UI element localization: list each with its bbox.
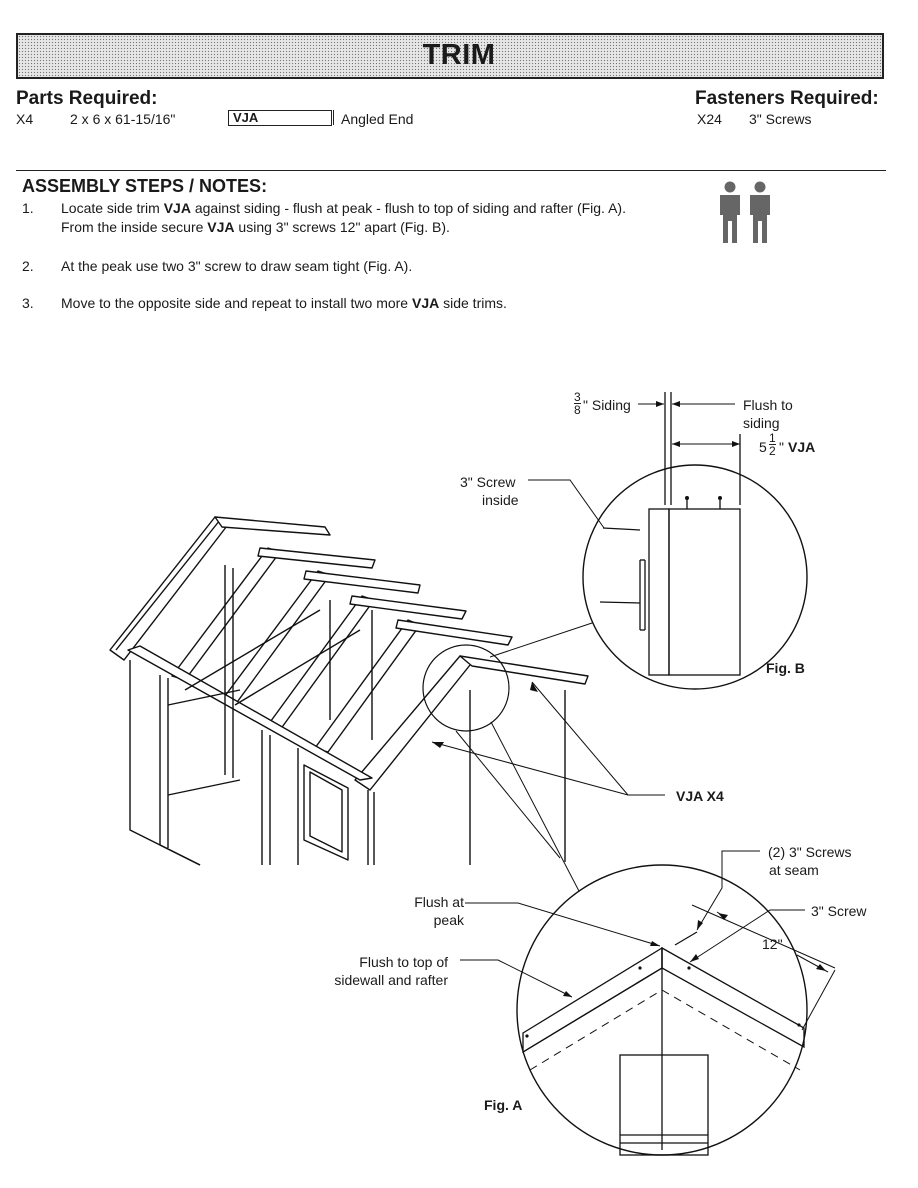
width-whole: 5: [759, 439, 767, 455]
part-size: 2 x 6 x 61-15/16": [70, 111, 176, 127]
screw-inside-line-1: 3" Screw: [460, 474, 516, 490]
part-code: VJA: [228, 110, 334, 126]
flush-top-line-2: sidewall and rafter: [334, 972, 448, 988]
assembly-heading: ASSEMBLY STEPS / NOTES:: [22, 176, 268, 196]
page-title: TRIM: [422, 39, 496, 71]
step-2-text: At the peak use two 3" screw to draw sea…: [61, 258, 413, 274]
flush-peak-line-2: peak: [433, 912, 464, 928]
siding-label: " Siding: [583, 397, 631, 413]
screw-inside-line-2: inside: [482, 492, 519, 508]
flush-to-siding-line-1: Flush to: [743, 397, 793, 413]
step-1-line-1: Locate side trim VJA against siding - fl…: [61, 200, 626, 216]
fastener-qty: X24: [697, 111, 722, 127]
width-fraction: 1 2: [769, 431, 776, 458]
two-person-icon: [720, 181, 770, 243]
shed-drawing: [109, 392, 836, 1156]
flush-peak-line-1: Flush at: [414, 894, 464, 910]
step-number: 2.: [22, 258, 34, 274]
step-number: 1.: [22, 200, 34, 216]
seam-screws-line-1: (2) 3" Screws: [768, 844, 852, 860]
step-3-text: Move to the opposite side and repeat to …: [61, 295, 507, 311]
vja-callout: VJA X4: [676, 788, 724, 804]
part-description: Angled End: [341, 111, 414, 127]
width-code: VJA: [788, 439, 816, 455]
fig-b-label: Fig. B: [766, 660, 805, 676]
fig-a-label: Fig. A: [484, 1097, 523, 1113]
fasteners-heading: Fasteners Required:: [695, 88, 879, 109]
siding-fraction: 3 8: [574, 390, 581, 417]
fastener-description: 3" Screws: [749, 111, 812, 127]
flush-top-line-1: Flush to top of: [359, 954, 448, 970]
title-banner: [16, 33, 884, 79]
width-unit: ": [779, 439, 784, 455]
step-number: 3.: [22, 295, 34, 311]
part-qty: X4: [16, 111, 34, 127]
parts-heading: Parts Required:: [16, 88, 158, 109]
section-divider: [16, 170, 886, 171]
flush-to-siding-line-2: siding: [743, 415, 780, 431]
screw-label: 3" Screw: [811, 903, 867, 919]
screw-spacing: 12": [762, 936, 783, 952]
seam-screws-line-2: at seam: [769, 862, 819, 878]
step-1-line-2: From the inside secure VJA using 3" scre…: [61, 219, 450, 235]
